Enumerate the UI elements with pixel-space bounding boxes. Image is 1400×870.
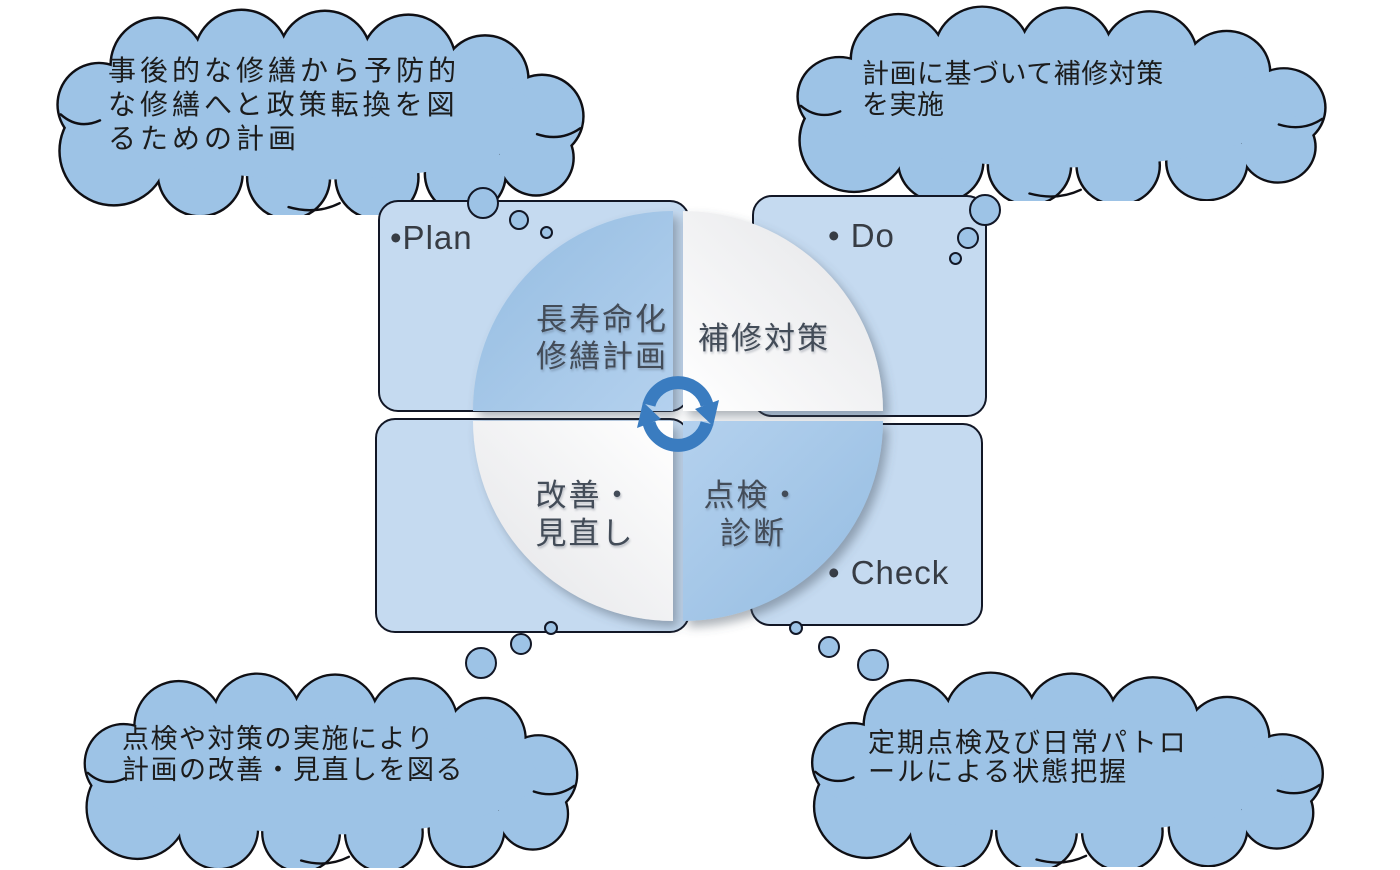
wheel-label-line: 補修対策 — [698, 321, 830, 356]
thought-bubble — [465, 647, 497, 679]
wheel-label-line: 修繕計画 — [536, 339, 668, 374]
cloud-line: ールによる状態把握 — [868, 757, 1129, 787]
wheel-label-plan: 長寿命化 修繕計画 — [512, 301, 692, 375]
thought-bubble — [969, 194, 1001, 226]
wheel-label-line: 診断 — [720, 516, 786, 551]
thought-bubble — [818, 636, 840, 658]
check-box-label: • Check — [828, 554, 950, 591]
cloud-line: な修繕へと政策転換を図 — [108, 90, 459, 121]
thought-bubble — [509, 210, 529, 230]
thought-bubble — [540, 226, 553, 239]
cloud-text-do: 計画に基づいて補修対策 を実施 — [862, 59, 1164, 121]
thought-bubble — [949, 252, 962, 265]
wheel-label-line: 見直し — [535, 516, 635, 551]
cloud-text-plan: 事後的な修繕から予防的 な修繕へと政策転換を図 るための計画 — [108, 55, 460, 157]
thought-bubble — [467, 187, 499, 219]
cloud-line: 点検や対策の実施により — [122, 724, 435, 754]
wheel-label-act: 改善・ 見直し — [495, 477, 675, 553]
thought-bubble — [957, 227, 979, 249]
thought-bubble — [510, 633, 532, 655]
thought-bubble — [544, 621, 558, 635]
wheel-label-check: 点検・ 診断 — [663, 477, 843, 553]
thought-bubble — [857, 649, 889, 681]
thought-bubble — [789, 621, 803, 635]
wheel-label-do: 補修対策 — [698, 322, 830, 355]
wheel-label-line: 改善・ — [535, 478, 635, 513]
cloud-line: 計画の改善・見直しを図る — [122, 755, 464, 785]
cloud-line: を実施 — [862, 90, 945, 120]
plan-box-label: •Plan — [390, 219, 473, 256]
cloud-line: 定期点検及び日常パトロ — [868, 728, 1188, 758]
cloud-line: るための計画 — [108, 124, 301, 155]
cloud-text-check: 定期点検及び日常パトロ ールによる状態把握 — [868, 729, 1188, 787]
do-box-label: • Do — [828, 217, 895, 254]
wheel-label-line: 点検・ — [703, 478, 803, 513]
cloud-line: 事後的な修繕から予防的 — [108, 56, 461, 87]
cloud-line: 計画に基づいて補修対策 — [862, 59, 1164, 89]
wheel-label-line: 長寿命化 — [536, 302, 668, 337]
cloud-text-act: 点検や対策の実施により 計画の改善・見直しを図る — [122, 724, 464, 786]
